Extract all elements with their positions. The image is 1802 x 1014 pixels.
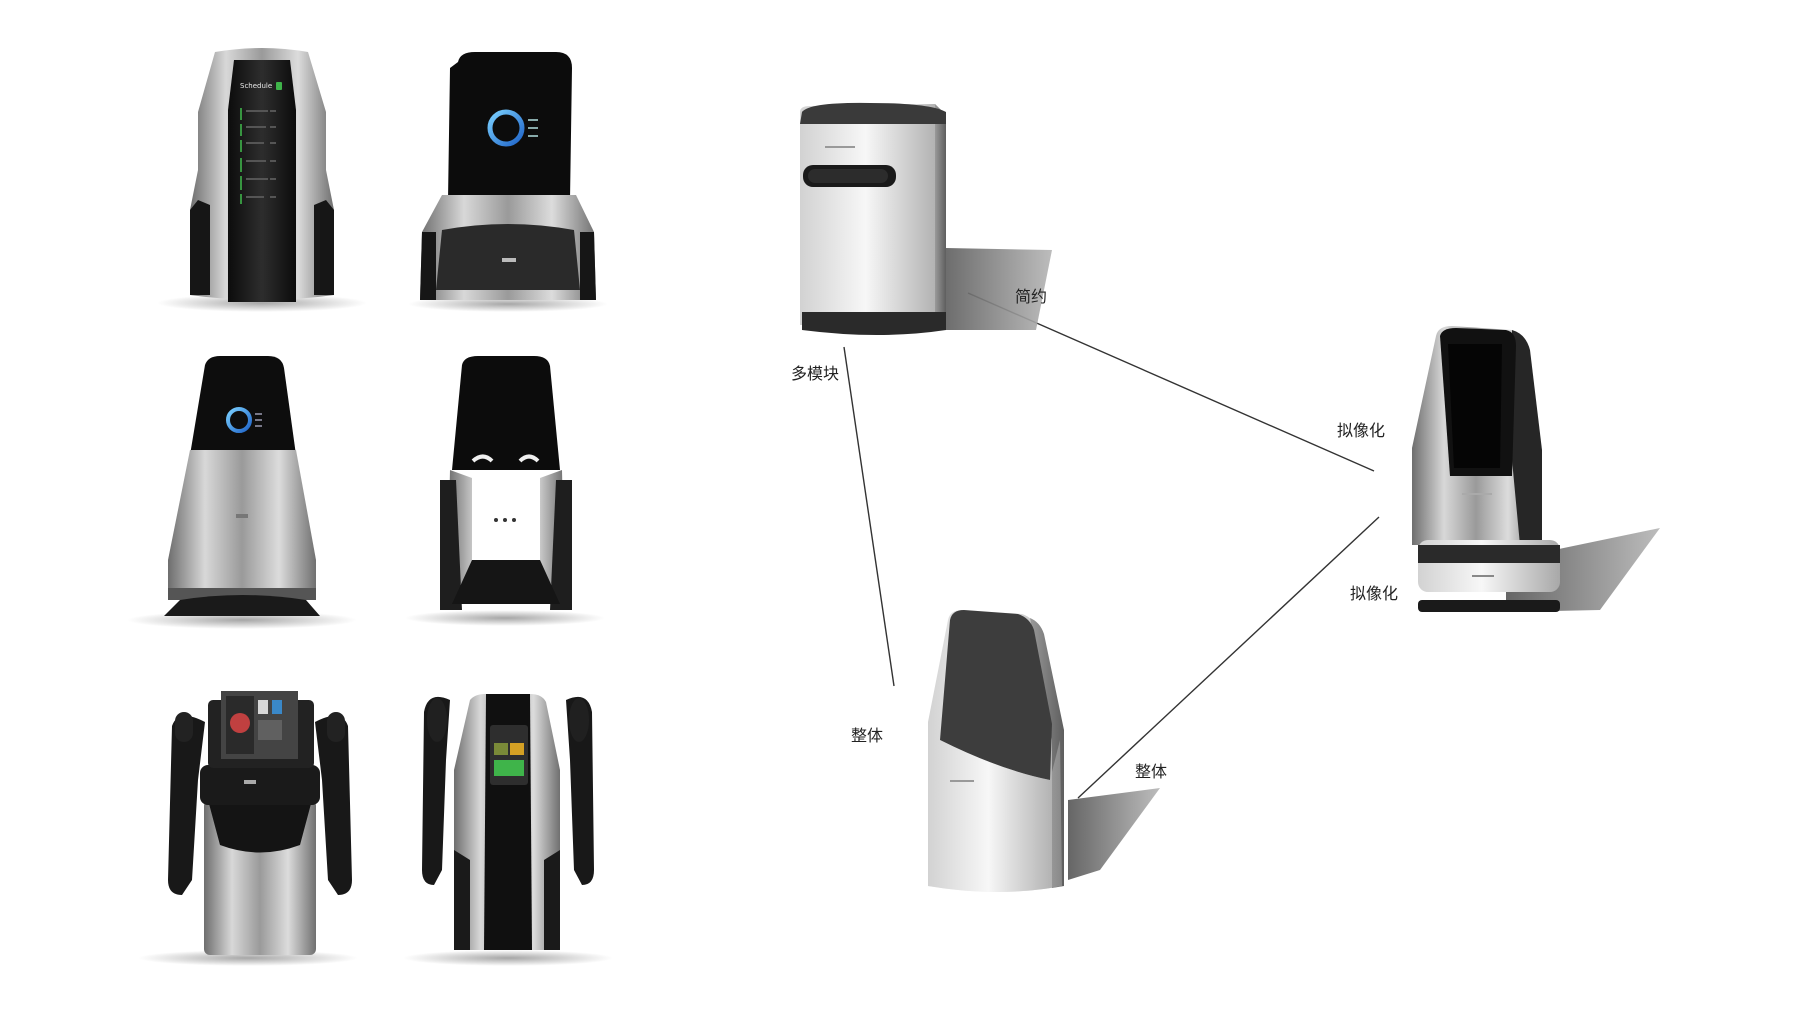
concept-boxy-module <box>800 102 1052 335</box>
render-tower-arms <box>403 694 613 966</box>
logo-mark-icon <box>502 258 516 262</box>
ring-indicator-icon <box>487 109 525 147</box>
concept-connectors <box>843 292 1380 799</box>
render-modular-arms <box>138 691 358 966</box>
connector-multimodule-integral <box>843 346 895 687</box>
label-integral-right: 整体 <box>1135 762 1168 781</box>
screen-status-icon <box>276 82 282 90</box>
render-ring-capsule <box>408 52 608 312</box>
render-ring-tapered-tower <box>127 356 357 629</box>
left-eye-icon <box>471 454 494 463</box>
schedule-title: Schedule <box>240 82 272 90</box>
label-integral-left: 整体 <box>851 726 884 745</box>
render-schedule-tower: Schedule <box>157 48 367 312</box>
label-multi-module: 多模块 <box>791 364 840 383</box>
label-simple: 简约 <box>1015 287 1048 306</box>
right-eye-icon <box>518 454 540 463</box>
label-anthropomorphic-top: 拟像化 <box>1337 421 1386 440</box>
label-anthropomorphic-bottom: 拟像化 <box>1350 584 1399 603</box>
concept-integral <box>928 610 1160 892</box>
concept-anthropomorphic <box>1412 326 1660 612</box>
connector-anthropomorphic-integral <box>1077 516 1380 799</box>
ring-indicator-icon <box>226 407 252 433</box>
render-face-robot <box>405 356 605 626</box>
